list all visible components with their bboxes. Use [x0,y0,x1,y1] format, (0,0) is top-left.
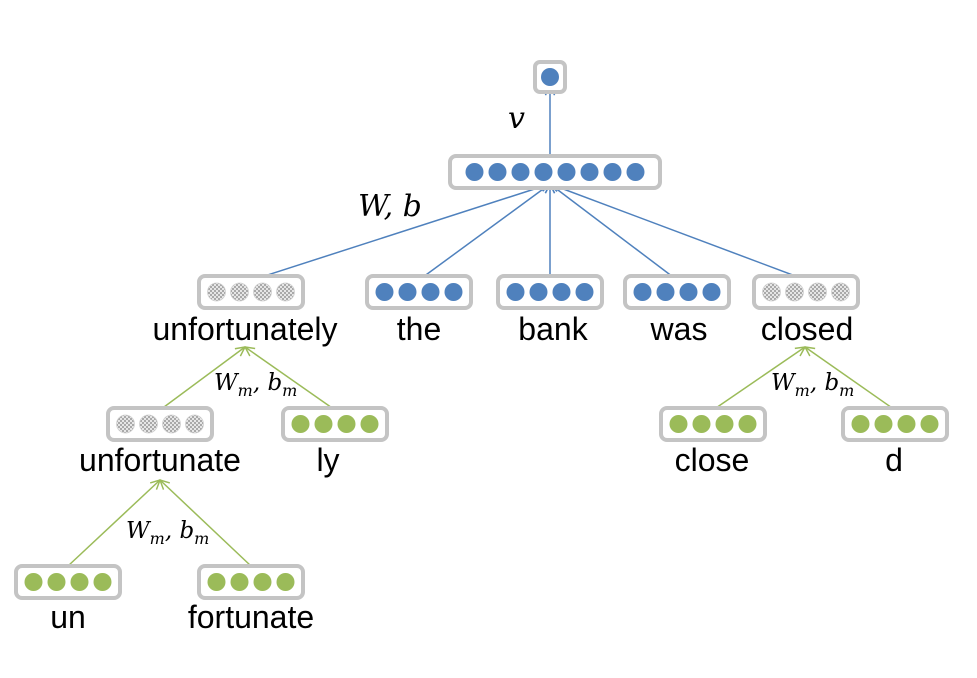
vector-dot [276,282,295,302]
vector-dot [897,415,916,433]
output-vector [533,60,567,94]
word-vector-unfortunate: unfortunate [79,406,241,478]
edge-fortunate-to-unfortunate [160,480,252,567]
vector-dot [207,573,226,591]
vector-dot [715,415,734,433]
label-wm-bm-unfortunately: Wm, bm [214,370,297,400]
word-label-ly: ly [316,442,339,478]
edge-closed-to-sentence [550,184,807,281]
edges [67,86,896,567]
vector-dot [506,283,525,301]
word-label-fortunate: fortunate [188,599,314,635]
word-label-unfortunately: unfortunately [152,311,337,347]
label-wm-bm-closed: Wm, bm [771,370,854,400]
vector-dot [511,163,530,181]
label-v: v [508,101,525,136]
vector-dot [552,283,571,301]
vector-dot [47,573,66,591]
vector-dot [808,282,827,302]
vector-dot [534,163,553,181]
vector-dot [291,415,310,433]
vector-dot [253,282,272,302]
word-label-un: un [50,599,86,635]
word-vector-was: was [623,274,731,347]
word-label-was: was [650,311,708,347]
vector-dot [375,283,394,301]
vector-dot [253,573,272,591]
vector-dot [276,573,295,591]
vector-dot [360,415,379,433]
word-vector-fortunate: fortunate [188,564,314,635]
vector-dot [920,415,939,433]
word-vector-the: the [365,274,473,347]
vector-dot [398,283,417,301]
vector-dot [669,415,688,433]
word-vector-un: un [14,564,122,635]
vector-dot [626,163,645,181]
vector-dot [541,68,559,86]
word-label-bank: bank [518,311,588,347]
vector-dot [337,415,356,433]
vector-dot [874,415,893,433]
vector-dot [529,283,548,301]
word-vector-bank: bank [496,274,604,347]
edge-unfortunately-to-sentence [251,184,550,281]
vector-dot [24,573,43,591]
edge-d-to-closed [805,347,896,411]
vector-dot [692,415,711,433]
vector-dot [702,283,721,301]
vector-dot [162,414,181,434]
word-vector-d: d [841,406,949,478]
vector-dot [656,283,675,301]
vector-dot [851,415,870,433]
edge-unfortunate-to-unfortunately [159,347,245,411]
vector-dot [738,415,757,433]
vector-dot [139,414,158,434]
vector-dot [633,283,652,301]
edge-was-to-sentence [550,184,678,281]
word-label-closed: closed [761,311,854,347]
label-comma-b: , b [384,189,422,224]
vector-dot [557,163,576,181]
vector-dot [465,163,484,181]
word-label-unfortunate: unfortunate [79,442,241,478]
vector-dot [207,282,226,302]
vector-dot [444,283,463,301]
word-vector-unfortunately: unfortunately [152,274,338,347]
vector-dot [488,163,507,181]
vector-dot [679,283,698,301]
vector-dot [230,282,249,302]
vector-dot [185,414,204,434]
edge-the-to-sentence [418,184,550,281]
word-label-close: close [675,442,750,478]
vector-dot [421,283,440,301]
vector-dot [116,414,135,434]
vector-dot [230,573,249,591]
label-wm-bm-unfortunate: Wm, bm [126,518,209,548]
vector-dot [831,282,850,302]
vector-dot [603,163,622,181]
vector-dot [785,282,804,302]
word-vector-close: close [659,406,767,478]
vector-dot [93,573,112,591]
label-w-b: W, b [358,189,422,224]
edge-close-to-closed [712,347,805,411]
vector-dot [314,415,333,433]
vector-dot [762,282,781,302]
word-vector-closed: closed [752,274,860,347]
vector-dot [70,573,89,591]
vector-dot [580,163,599,181]
word-label-the: the [397,311,441,347]
edge-un-to-unfortunate [67,480,160,567]
edge-ly-to-unfortunately [245,347,336,411]
word-label-d: d [885,442,903,478]
sentence-vector [448,154,662,190]
word-vector-ly: ly [281,406,389,478]
vector-dot [575,283,594,301]
